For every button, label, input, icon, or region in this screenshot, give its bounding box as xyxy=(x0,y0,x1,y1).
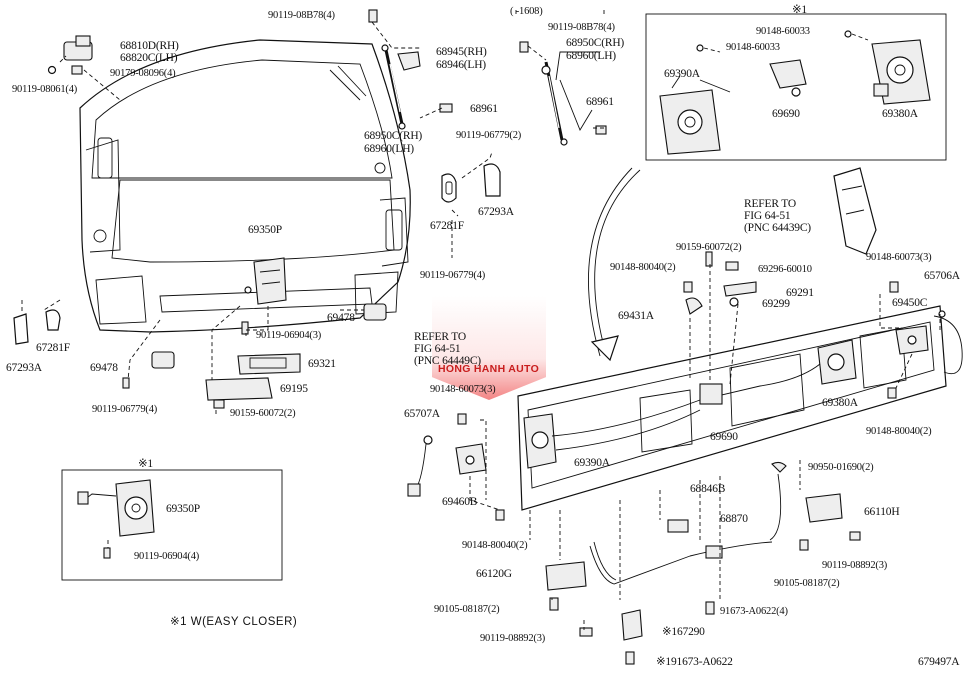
label-90119-06904-3: 90119-06904(3) xyxy=(256,330,322,341)
label-69380a-main: 69380A xyxy=(822,397,858,409)
label-refer-to: REFER TO xyxy=(744,198,796,210)
label-67293a-left: 67293A xyxy=(6,362,42,374)
label-68950c-mid: 68950C(RH) xyxy=(566,37,625,49)
label-66120g: 66120G xyxy=(476,568,512,580)
label-91673-a0622-4: 91673-A0622(4) xyxy=(720,606,788,617)
label-90148-80040-right: 90148-80040(2) xyxy=(866,426,932,437)
label-69195: 69195 xyxy=(280,383,308,395)
label-90159-60072-mid: 90159-60072(2) xyxy=(676,242,742,253)
label-refer-fig: FIG 64-51 xyxy=(744,210,791,222)
label-68961-left: 68961 xyxy=(470,103,498,115)
label-66110h: 66110H xyxy=(864,506,900,518)
label-90159-60072-left: 90159-60072(2) xyxy=(230,408,296,419)
label-90119-08b78-mid: 90119-08B78(4) xyxy=(548,22,615,33)
mount-64439c xyxy=(833,167,877,255)
strut-68950c-left xyxy=(381,44,453,130)
label-refer-wm-fig: FIG 64-51 xyxy=(414,343,461,355)
label-69296-60010: 69296-60010 xyxy=(758,264,812,275)
label-refer-wm-pnc: (PNC 64449C) xyxy=(414,355,481,367)
label-69299: 69299 xyxy=(762,298,790,310)
label-90119-08061: 90119-08061(4) xyxy=(12,84,78,95)
arrow-to-detail xyxy=(587,167,641,362)
label-67293a-top: 67293A xyxy=(478,206,514,218)
label-67290: ※167290 xyxy=(662,626,705,638)
label-90950-01690: 90950-01690(2) xyxy=(808,462,874,473)
label-90119-06779-4-bottom: 90119-06779(4) xyxy=(92,404,158,415)
label-69291: 69291 xyxy=(786,287,814,299)
label-68961-mid: 68961 xyxy=(586,96,614,108)
switch-69478 xyxy=(151,303,387,369)
back-door-panel xyxy=(79,39,411,333)
label-90105-08187-right: 90105-08187(2) xyxy=(774,578,840,589)
label-69690-main: 69690 xyxy=(710,431,738,443)
watermark-badge xyxy=(432,296,546,400)
label-69390a-main: 69390A xyxy=(574,457,610,469)
door-inner-panel xyxy=(517,305,947,511)
label-90148-60033-a: 90148-60033 xyxy=(756,26,810,37)
label-box2-mark: ※1 xyxy=(138,458,153,470)
label-68820c: 68820C(LH) xyxy=(120,52,178,64)
label-90148-80040-top: 90148-80040(2) xyxy=(610,262,676,273)
label-68960-left: 68960(LH) xyxy=(364,143,414,155)
leader-lines-left xyxy=(21,21,493,414)
bolt-90119-08b78 xyxy=(368,9,378,23)
label-65706a: 65706A xyxy=(924,270,960,282)
label-68946: 68946(LH) xyxy=(436,59,486,71)
label-69431a: 69431A xyxy=(618,310,654,322)
cover-67281f-top xyxy=(441,163,501,203)
strut-68950c-mid xyxy=(515,10,607,146)
label-67281f-top: 67281F xyxy=(430,220,464,232)
label-90105-08187-left: 90105-08187(2) xyxy=(434,604,500,615)
label-range-1608: ( -1608) xyxy=(510,6,543,17)
label-69460b: 69460B xyxy=(442,496,478,508)
cover-67293a-left xyxy=(13,309,61,345)
label-69350p-box: 69350P xyxy=(166,503,200,515)
label-90148-60033-b: 90148-60033 xyxy=(726,42,780,53)
label-90148-60073-right: 90148-60073(3) xyxy=(866,252,932,263)
hinge-68810d xyxy=(47,35,93,75)
label-box1-mark: ※1 xyxy=(792,4,807,16)
label-68945: 68945(RH) xyxy=(436,46,487,58)
label-69450c: 69450C xyxy=(892,297,928,309)
label-69690-box: 69690 xyxy=(772,108,800,120)
label-69380a-box: 69380A xyxy=(882,108,918,120)
label-90148-80040-bottom: 90148-80040(2) xyxy=(462,540,528,551)
label-90119-06904-4: 90119-06904(4) xyxy=(134,551,200,562)
watermark-text: HONG HANH AUTO xyxy=(438,363,540,375)
label-90119-06779-2: 90119-06779(2) xyxy=(456,130,522,141)
label-90119-08892-right: 90119-08892(3) xyxy=(822,560,888,571)
figure-number: 679497A xyxy=(918,656,960,668)
label-69321: 69321 xyxy=(308,358,336,370)
label-68846b: 68846B xyxy=(690,483,726,495)
lock-69350p xyxy=(244,257,287,305)
detail-parts-upper xyxy=(683,251,963,399)
label-68950c-left: 68950C(RH) xyxy=(364,130,423,142)
leader-lines-right xyxy=(469,264,941,630)
label-69350p: 69350P xyxy=(248,224,282,236)
detail-parts-lower xyxy=(407,413,861,665)
label-68810d: 68810D(RH) xyxy=(120,40,179,52)
label-69390a-box: 69390A xyxy=(664,68,700,80)
label-refer-wm-to: REFER TO xyxy=(414,331,466,343)
label-90119-08892-left: 90119-08892(3) xyxy=(480,633,546,644)
label-90119-08b78-left: 90119-08B78(4) xyxy=(268,10,335,21)
label-90119-06779-4-top: 90119-06779(4) xyxy=(420,270,486,281)
label-91673-a0622: ※191673-A0622 xyxy=(656,656,733,668)
label-65707a: 65707A xyxy=(404,408,440,420)
label-67281f-left: 67281F xyxy=(36,342,70,354)
footnote-easy-closer: ※1 W(EASY CLOSER) xyxy=(170,616,298,628)
label-refer-pnc: (PNC 64439C) xyxy=(744,222,811,234)
label-68870: 68870 xyxy=(720,513,748,525)
label-90179-08096: 90179-08096(4) xyxy=(110,68,176,79)
label-90148-60073-mid: 90148-60073(3) xyxy=(430,384,496,395)
label-69478-left: 69478 xyxy=(90,362,118,374)
easy-closer-box-bottom xyxy=(61,469,283,581)
handle-69321-69195 xyxy=(122,321,301,409)
label-68960-mid: 68960(LH) xyxy=(566,50,616,62)
label-69478-right: 69478 xyxy=(327,312,355,324)
easy-closer-box-top xyxy=(645,13,947,161)
